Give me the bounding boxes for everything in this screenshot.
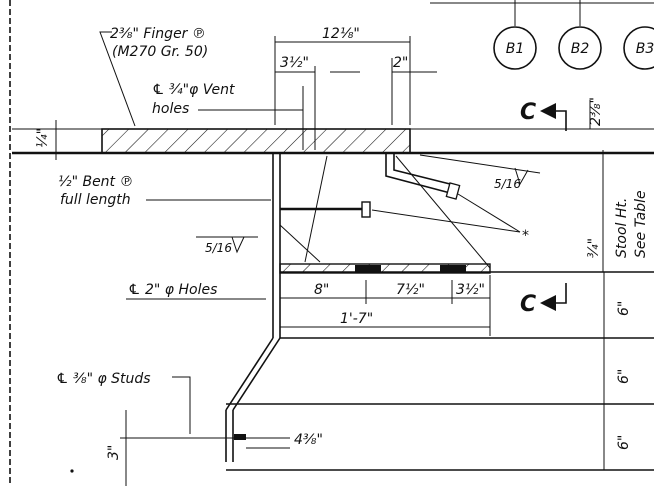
dim-2-3-8: 2⅜" (588, 97, 604, 126)
grid-bubble-group: B1 B2 B3 (430, 0, 654, 70)
dim-4-3-8: 4⅜" (294, 432, 323, 448)
dim-3-1-2-top: 3½" (280, 55, 309, 71)
dim-3-4-right: ¾" (586, 238, 602, 258)
dim-1-4: ¼" (35, 128, 51, 148)
grid-bubble-b1 (493, 26, 537, 70)
grid-bubble-b2 (558, 26, 602, 70)
bent-plate-label: ½" Bent ℗ (58, 174, 134, 190)
studs-label: ℄ ⅜" φ Studs (56, 371, 151, 387)
bent-plate (225, 153, 281, 462)
section-cut-top-arrow (540, 103, 556, 119)
anchor-nut (361, 201, 371, 218)
dim-7-1-2: 7½" (396, 282, 425, 298)
bottom-plate (279, 263, 491, 274)
stool-height-label: Stool Ht. (614, 198, 630, 258)
dim-3-1-2-bottom: 3½" (456, 282, 485, 298)
vent-holes-label-2: holes (152, 101, 189, 117)
grid-bubble-b1-label: B1 (506, 41, 525, 57)
grid-bubble-b2-label: B2 (571, 41, 590, 57)
asterisk-note: * (522, 228, 529, 244)
grid-bubble-b3-label: B3 (636, 41, 654, 57)
side-plate-right (385, 153, 461, 200)
finger-plate-spec: (M270 Gr. 50) (112, 44, 208, 60)
stool-height-label-2: See Table (633, 190, 649, 258)
dim-2-top: 2" (393, 55, 408, 71)
finger-plate (101, 128, 411, 154)
stud-bottom (234, 434, 246, 440)
grid-bubble-b3 (623, 26, 654, 70)
dim-8: 8" (314, 282, 329, 298)
section-cut-top-label: C (520, 100, 536, 125)
holes-label: ℄ 2" φ Holes (128, 282, 217, 298)
dim-1-7: 1'-7" (340, 311, 373, 327)
dim-6-a: 6" (616, 301, 632, 316)
weld-5-16-left: 5/16 (205, 241, 232, 255)
vent-holes-label: ℄ ¾"φ Vent (152, 82, 235, 98)
dim-6-b: 6" (616, 369, 632, 384)
finger-plate-label: 2⅜" Finger ℗ (110, 26, 206, 42)
weld-5-16-right: 5/16 (494, 177, 521, 191)
section-cut-bottom-label: C (520, 292, 536, 317)
section-cut-bottom-arrow (540, 295, 556, 311)
dim-12-1-8: 12⅛" (322, 26, 360, 42)
studs-leader (172, 376, 191, 434)
finger-plate-leader (99, 31, 136, 127)
weld-symbol-left (196, 236, 258, 254)
dim-6-c: 6" (616, 435, 632, 450)
weld-symbol-right (419, 154, 541, 186)
bent-plate-label-2: full length (60, 192, 131, 208)
dim-3-bottom: 3" (106, 445, 122, 460)
